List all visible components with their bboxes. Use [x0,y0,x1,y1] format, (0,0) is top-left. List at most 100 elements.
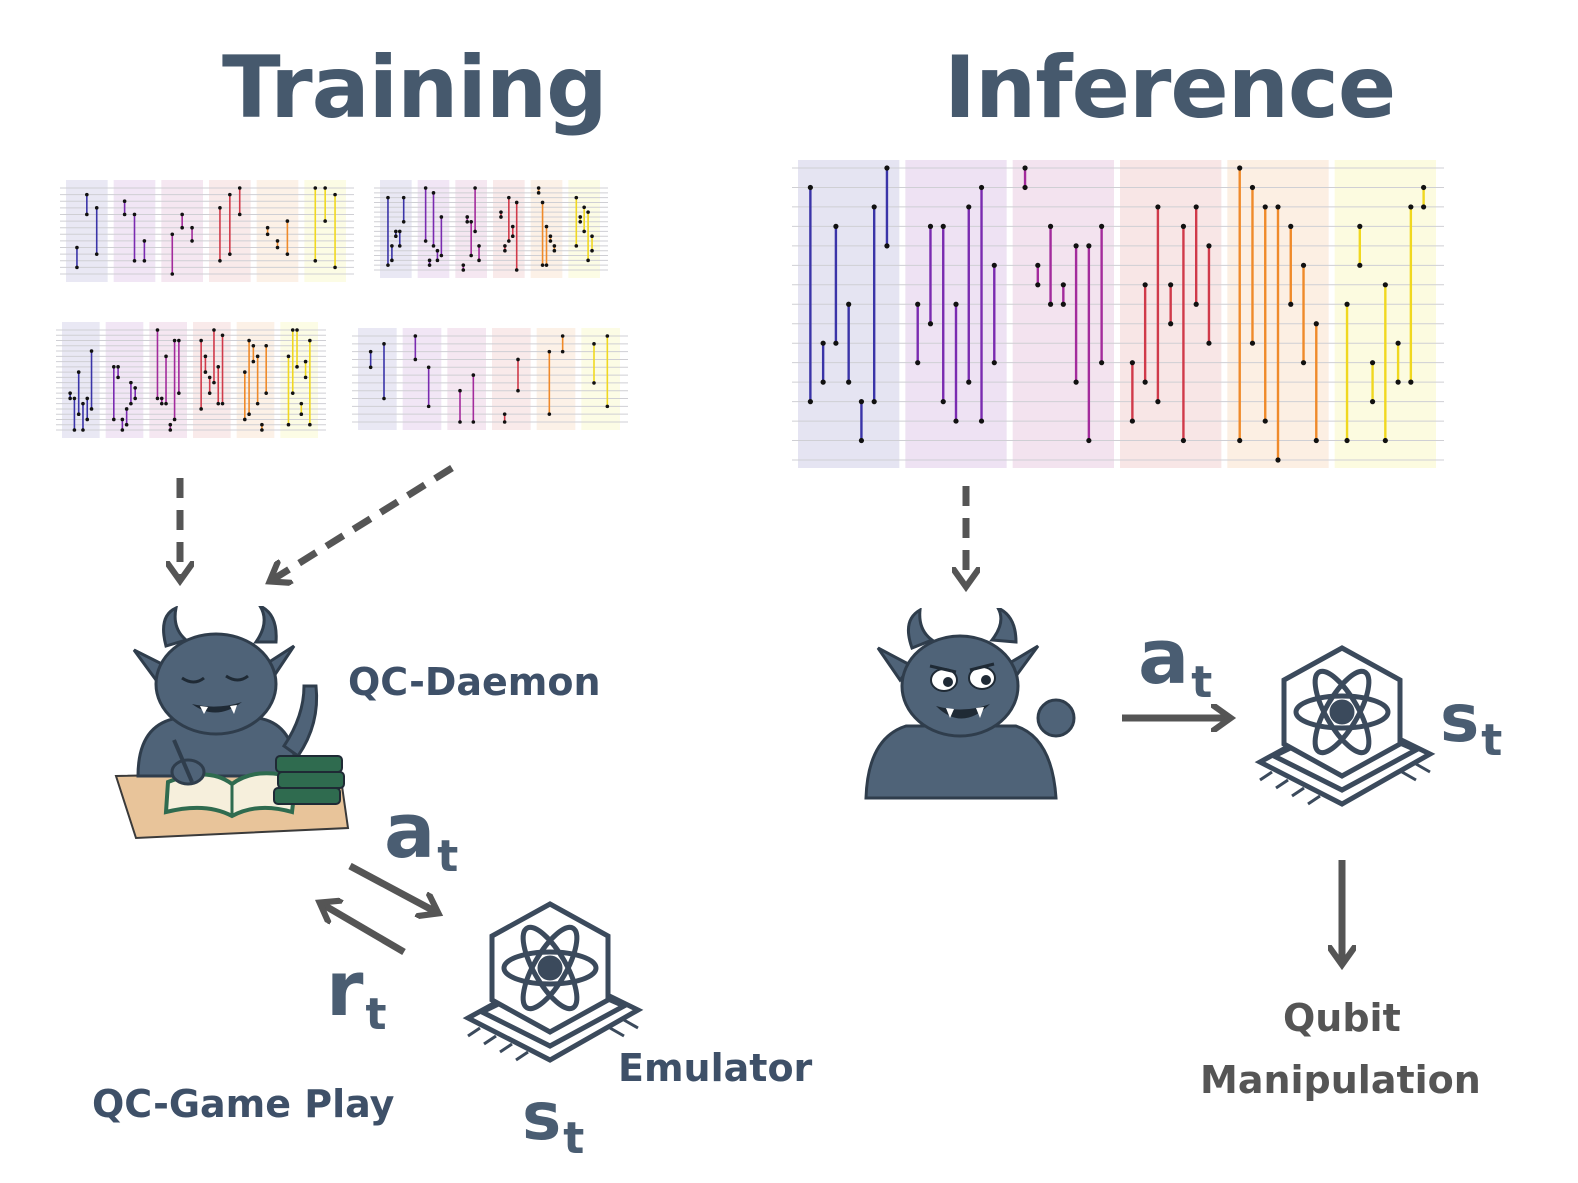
circuit-node [1168,321,1174,327]
state-symbol-inference: st [1440,680,1503,766]
circuit-node [503,248,507,253]
circuit-node [164,401,168,406]
manipulation-label: Manipulation [1200,1058,1481,1102]
circuit-node [540,200,545,205]
circuit-node [112,365,116,369]
circuit-node [820,340,826,346]
training-circuit-4 [352,328,628,430]
circuit-node [265,232,270,237]
circuit-node [574,195,579,200]
circuit-node [264,343,268,348]
circuit-node [190,225,194,230]
circuit-node [286,354,291,359]
circuit-node [220,401,225,406]
circuit-node [1142,379,1148,385]
dashed-arrow-right [272,465,454,580]
circuit-node [68,396,72,401]
circuit-node [1369,399,1376,405]
quantum-chip-icon [1254,645,1436,807]
circuit-node [207,391,212,395]
circuit-node [978,184,985,191]
circuit-block [581,328,620,430]
circuit-node [1262,204,1268,210]
daemon-character-icon [114,606,350,840]
emulator-label: Emulator [618,1046,813,1090]
circuit-node [1073,379,1079,385]
circuit-node [439,215,444,219]
action-symbol-training: at [384,786,459,882]
circuit-node [548,234,553,239]
circuit-node [503,244,507,248]
circuit-node [915,360,921,366]
circuit-node [431,244,436,248]
circuit-node [180,212,184,217]
circuit-node [265,225,270,230]
circuit-node [85,396,90,401]
circuit-node [1313,437,1319,444]
circuit-node [427,258,432,263]
circuit-node [966,204,972,210]
circuit-node [207,375,212,380]
circuit-node [1035,282,1041,288]
circuit-node [155,396,160,401]
circuit-node [401,219,406,224]
circuit-block [402,328,442,430]
circuit-node [473,186,477,190]
circuit-node [303,375,308,380]
circuit-block [256,180,299,282]
circuit-node [940,223,946,229]
circuit-node [299,401,304,406]
circuit-node [439,253,444,258]
circuit-node [382,342,386,346]
circuit-node [991,360,997,366]
circuit-node [216,365,221,369]
circuit-node [237,186,242,190]
circuit-node [1142,282,1148,288]
circuit-node [1022,165,1028,171]
circuit-node [72,396,77,401]
circuit-node [469,219,473,224]
circuit-node [1086,243,1092,249]
circuit-node [578,219,583,224]
circuit-node [76,412,81,417]
circuit-node [237,212,242,217]
inference-circuit [792,160,1444,468]
circuit-node [471,373,476,377]
action-arrow-training [348,862,436,912]
circuit-node [212,328,216,332]
circuit-node [1193,204,1199,210]
circuit-block [447,328,486,430]
circuit-node [255,354,260,359]
circuit-node [386,263,390,267]
circuit-node [1313,321,1319,327]
circuit-node [260,422,264,427]
circuit-node [1099,360,1105,366]
circuit-node [461,263,466,267]
circuit-node [427,263,432,267]
circuit-block [380,180,412,278]
circuit-node [85,417,90,422]
circuit-node [228,252,232,256]
circuit-node [807,184,813,191]
circuit-node [1086,437,1092,444]
circuit-node [991,262,997,268]
circuit-node [122,212,127,217]
circuit-node [94,252,99,256]
circuit-block [236,322,275,438]
circuit-node [75,265,79,270]
circuit-node [203,354,208,359]
circuit-node [142,258,147,263]
circuit-node [1408,204,1414,210]
circuit-node [228,192,232,197]
circuit-node [582,229,586,234]
circuit-node [120,417,125,422]
circuit-node [203,370,208,374]
circuit-node [1129,360,1135,366]
circuit-node [473,229,477,234]
circuit-node [552,248,557,253]
quantum-chip-icon [462,901,644,1063]
circuit-node [833,223,839,229]
circuit-node [390,258,394,263]
circuit-block [492,328,531,430]
